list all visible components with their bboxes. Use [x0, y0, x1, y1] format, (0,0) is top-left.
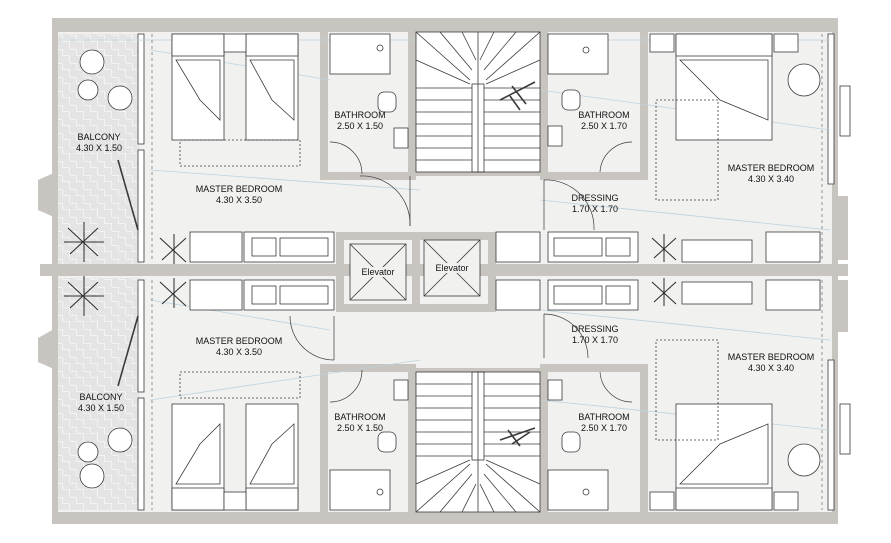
- dashed-lines: [151, 34, 823, 510]
- label-master-bedroom-tr: MASTER BEDROOM 4.30 X 3.40: [728, 163, 815, 185]
- room-name: BATHROOM: [578, 412, 630, 422]
- room-name: BALCONY: [77, 132, 121, 142]
- label-bathroom-tr: BATHROOM 2.50 X 1.70: [578, 110, 629, 132]
- room-name: BATHROOM: [578, 110, 630, 120]
- label-bathroom-tl: BATHROOM 2.50 X 1.50: [334, 110, 385, 132]
- label-master-bedroom-bl: MASTER BEDROOM 4.30 X 3.50: [196, 336, 283, 358]
- elevator-shafts: [349, 239, 481, 301]
- balcony-furniture: [77, 49, 821, 489]
- room-name: BATHROOM: [334, 412, 386, 422]
- room-name: MASTER BEDROOM: [727, 163, 815, 173]
- label-balcony-bottom: BALCONY 4.30 X 1.50: [78, 392, 124, 414]
- room-name: MASTER BEDROOM: [195, 336, 283, 346]
- label-bathroom-bl: BATHROOM 2.50 X 1.50: [334, 412, 385, 434]
- staircase-top: [415, 31, 541, 173]
- label-dressing-bottom: DRESSING 1.70 X 1.70: [571, 324, 618, 346]
- door-swings: [117, 141, 633, 403]
- room-size: 4.30 X 3.40: [747, 174, 795, 184]
- elevator-label-left: Elevator: [360, 267, 396, 277]
- label-bathroom-br: BATHROOM 2.50 X 1.70: [578, 412, 629, 434]
- label-dressing-top: DRESSING 1.70 X 1.70: [571, 193, 618, 215]
- room-name: DRESSING: [571, 324, 619, 334]
- room-size: 2.50 X 1.70: [580, 423, 628, 433]
- label-balcony-top: BALCONY 4.30 X 1.50: [76, 132, 122, 154]
- room-name: BALCONY: [79, 392, 123, 402]
- room-name: MASTER BEDROOM: [195, 184, 283, 194]
- room-name: DRESSING: [571, 193, 619, 203]
- room-size: 4.30 X 3.50: [215, 347, 263, 357]
- room-size: 4.30 X 1.50: [75, 143, 123, 153]
- outer-walls: [38, 18, 848, 524]
- room-size: 1.70 X 1.70: [571, 204, 619, 214]
- room-name: MASTER BEDROOM: [727, 352, 815, 362]
- room-size: 4.30 X 1.50: [77, 403, 125, 413]
- room-size: 4.30 X 3.40: [747, 363, 795, 373]
- staircase-bottom: [415, 371, 541, 513]
- room-name: BATHROOM: [334, 110, 386, 120]
- plants: [64, 222, 677, 316]
- room-size: 2.50 X 1.70: [580, 121, 628, 131]
- windows: [137, 33, 851, 511]
- room-size: 2.50 X 1.50: [336, 121, 384, 131]
- room-size: 1.70 X 1.70: [571, 335, 619, 345]
- label-master-bedroom-br: MASTER BEDROOM 4.30 X 3.40: [728, 352, 815, 374]
- elevator-label-right: Elevator: [434, 263, 470, 273]
- bathroom-fixtures: [329, 33, 609, 511]
- wardrobes: [189, 231, 821, 311]
- room-size: 2.50 X 1.50: [336, 423, 384, 433]
- room-size: 4.30 X 3.50: [215, 195, 263, 205]
- beds: [171, 33, 799, 511]
- label-master-bedroom-tl: MASTER BEDROOM 4.30 X 3.50: [196, 184, 283, 206]
